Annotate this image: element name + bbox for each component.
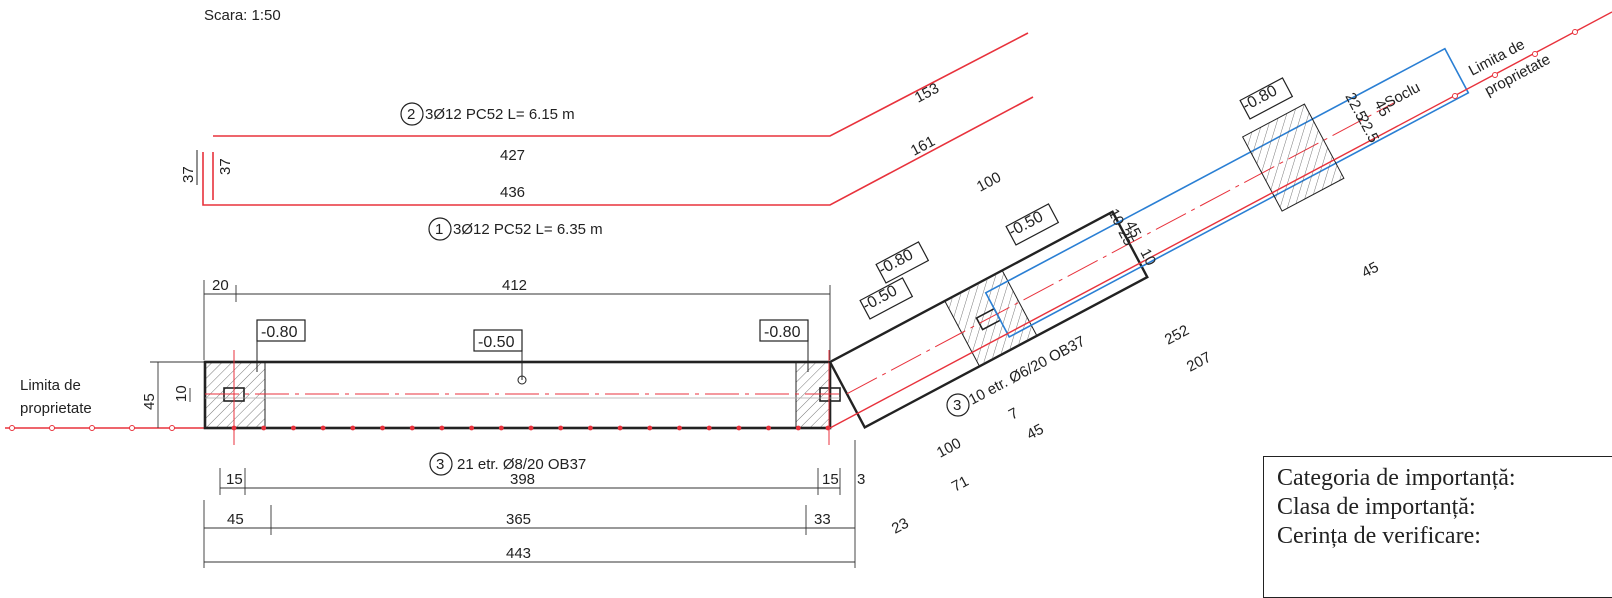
stirrup-dot — [469, 425, 474, 431]
rebar-3b-marker — [946, 393, 970, 417]
dim-412: 412 — [502, 277, 527, 294]
dim-207: 207 — [1184, 349, 1214, 376]
dim-100-top: 100 — [974, 169, 1004, 196]
property-limit-left — [5, 425, 205, 431]
stirrup-dot — [261, 425, 267, 431]
soclu-label: Soclu — [1382, 79, 1423, 112]
dim-398: 398 — [510, 471, 535, 488]
inclined-footing-group — [828, 47, 1470, 429]
stirrup-dot — [706, 425, 712, 431]
right-hatched-column — [795, 361, 831, 429]
rebar-2-number: 2 — [407, 106, 415, 123]
rebar-1-number: 1 — [435, 221, 443, 238]
dim-10-vertical: 10 — [173, 385, 190, 402]
dim-45-right: 45 — [1359, 259, 1382, 282]
stirrup-dots-straight — [231, 425, 831, 431]
foundation-drawing: Scara: 1:50 37 37 2 3Ø12 PC52 L= 6.15 m … — [5, 7, 1612, 568]
importance-class: Clasa de importanță: — [1277, 494, 1476, 520]
rebar-2-label: 3Ø12 PC52 L= 6.15 m — [425, 106, 575, 123]
rebar-3b-number: 3 — [953, 397, 961, 414]
importance-category: Categoria de importanță: — [1277, 465, 1516, 491]
dim-7: 7 — [1006, 405, 1021, 424]
dim-37-b: 37 — [217, 158, 234, 175]
dim-20: 20 — [212, 277, 229, 294]
stirrup-dot — [617, 425, 623, 431]
dim-15-right: 15 — [822, 471, 839, 488]
dim-365: 365 — [506, 511, 531, 528]
dim-153: 153 — [912, 80, 942, 107]
limit-left-line2: proprietate — [20, 400, 92, 417]
stirrup-dot — [231, 425, 237, 431]
rebar-3a-marker — [429, 452, 453, 476]
straight-footing — [203, 360, 832, 430]
dim-3: 3 — [857, 471, 865, 488]
stirrup-dot — [766, 425, 771, 431]
stirrup-dot — [647, 425, 653, 431]
dim-252: 252 — [1162, 322, 1192, 349]
dim-45-diag: 45 — [1121, 218, 1144, 241]
stirrup-dot — [350, 425, 356, 431]
rebar-1-label: 3Ø12 PC52 L= 6.35 m — [453, 221, 603, 238]
stirrup-dot — [380, 425, 385, 431]
stirrup-dot — [439, 425, 445, 431]
left-hatched-column — [204, 361, 266, 429]
stirrup-dot — [498, 425, 504, 431]
dim-443: 443 — [506, 545, 531, 562]
level-left: -0.80 — [261, 324, 298, 341]
title-block: Categoria de importanță: Clasa de import… — [1263, 456, 1612, 598]
level-right: -0.80 — [764, 324, 801, 341]
rebar-3a-label: 21 etr. Ø8/20 OB37 — [457, 456, 586, 473]
dim-45-bottom: 45 — [227, 511, 244, 528]
verification-requirement: Cerința de verificare: — [1277, 523, 1481, 549]
stirrup-dot — [558, 425, 564, 431]
dim-436: 436 — [500, 184, 525, 201]
dim-37-a: 37 — [180, 166, 197, 183]
stirrup-dot — [825, 425, 831, 431]
dim-45-right-2: 45 — [1370, 97, 1393, 120]
limit-left-line1: Limita de — [20, 377, 81, 394]
rebar-1-shape — [202, 96, 1034, 206]
level-center: -0.50 — [478, 334, 515, 351]
stirrup-dot — [291, 425, 296, 431]
dim-15-left: 15 — [226, 471, 243, 488]
dim-45-vertical: 45 — [141, 393, 158, 410]
stirrup-dot — [795, 425, 801, 431]
stirrup-dot — [588, 425, 593, 431]
rebar-3a-number: 3 — [436, 456, 444, 473]
stirrup-dot — [528, 425, 534, 431]
dim-23: 23 — [889, 515, 912, 538]
stirrup-dot — [409, 425, 415, 431]
rebar-2-shape — [213, 32, 1029, 137]
soclu-outline — [984, 47, 1470, 339]
property-limit-right — [1452, 29, 1578, 99]
dim-71: 71 — [949, 473, 972, 496]
stirrup-dot — [320, 425, 326, 431]
dim-100-bottom: 100 — [934, 435, 964, 462]
dim-25-diag: 25 — [1114, 226, 1137, 249]
dim-33: 33 — [814, 511, 831, 528]
dim-10-diag: 10 — [1104, 206, 1127, 229]
scale-label: Scara: 1:50 — [204, 7, 281, 24]
stirrup-dot — [677, 425, 682, 431]
rebar-1-marker — [428, 217, 452, 241]
dim-427: 427 — [500, 147, 525, 164]
stirrup-dot — [736, 425, 742, 431]
dim-10b-diag: 10 — [1136, 246, 1159, 269]
rebar-2-marker — [400, 102, 424, 126]
dim-161: 161 — [908, 133, 938, 160]
dim-45-bottom-diag: 45 — [1024, 421, 1047, 444]
